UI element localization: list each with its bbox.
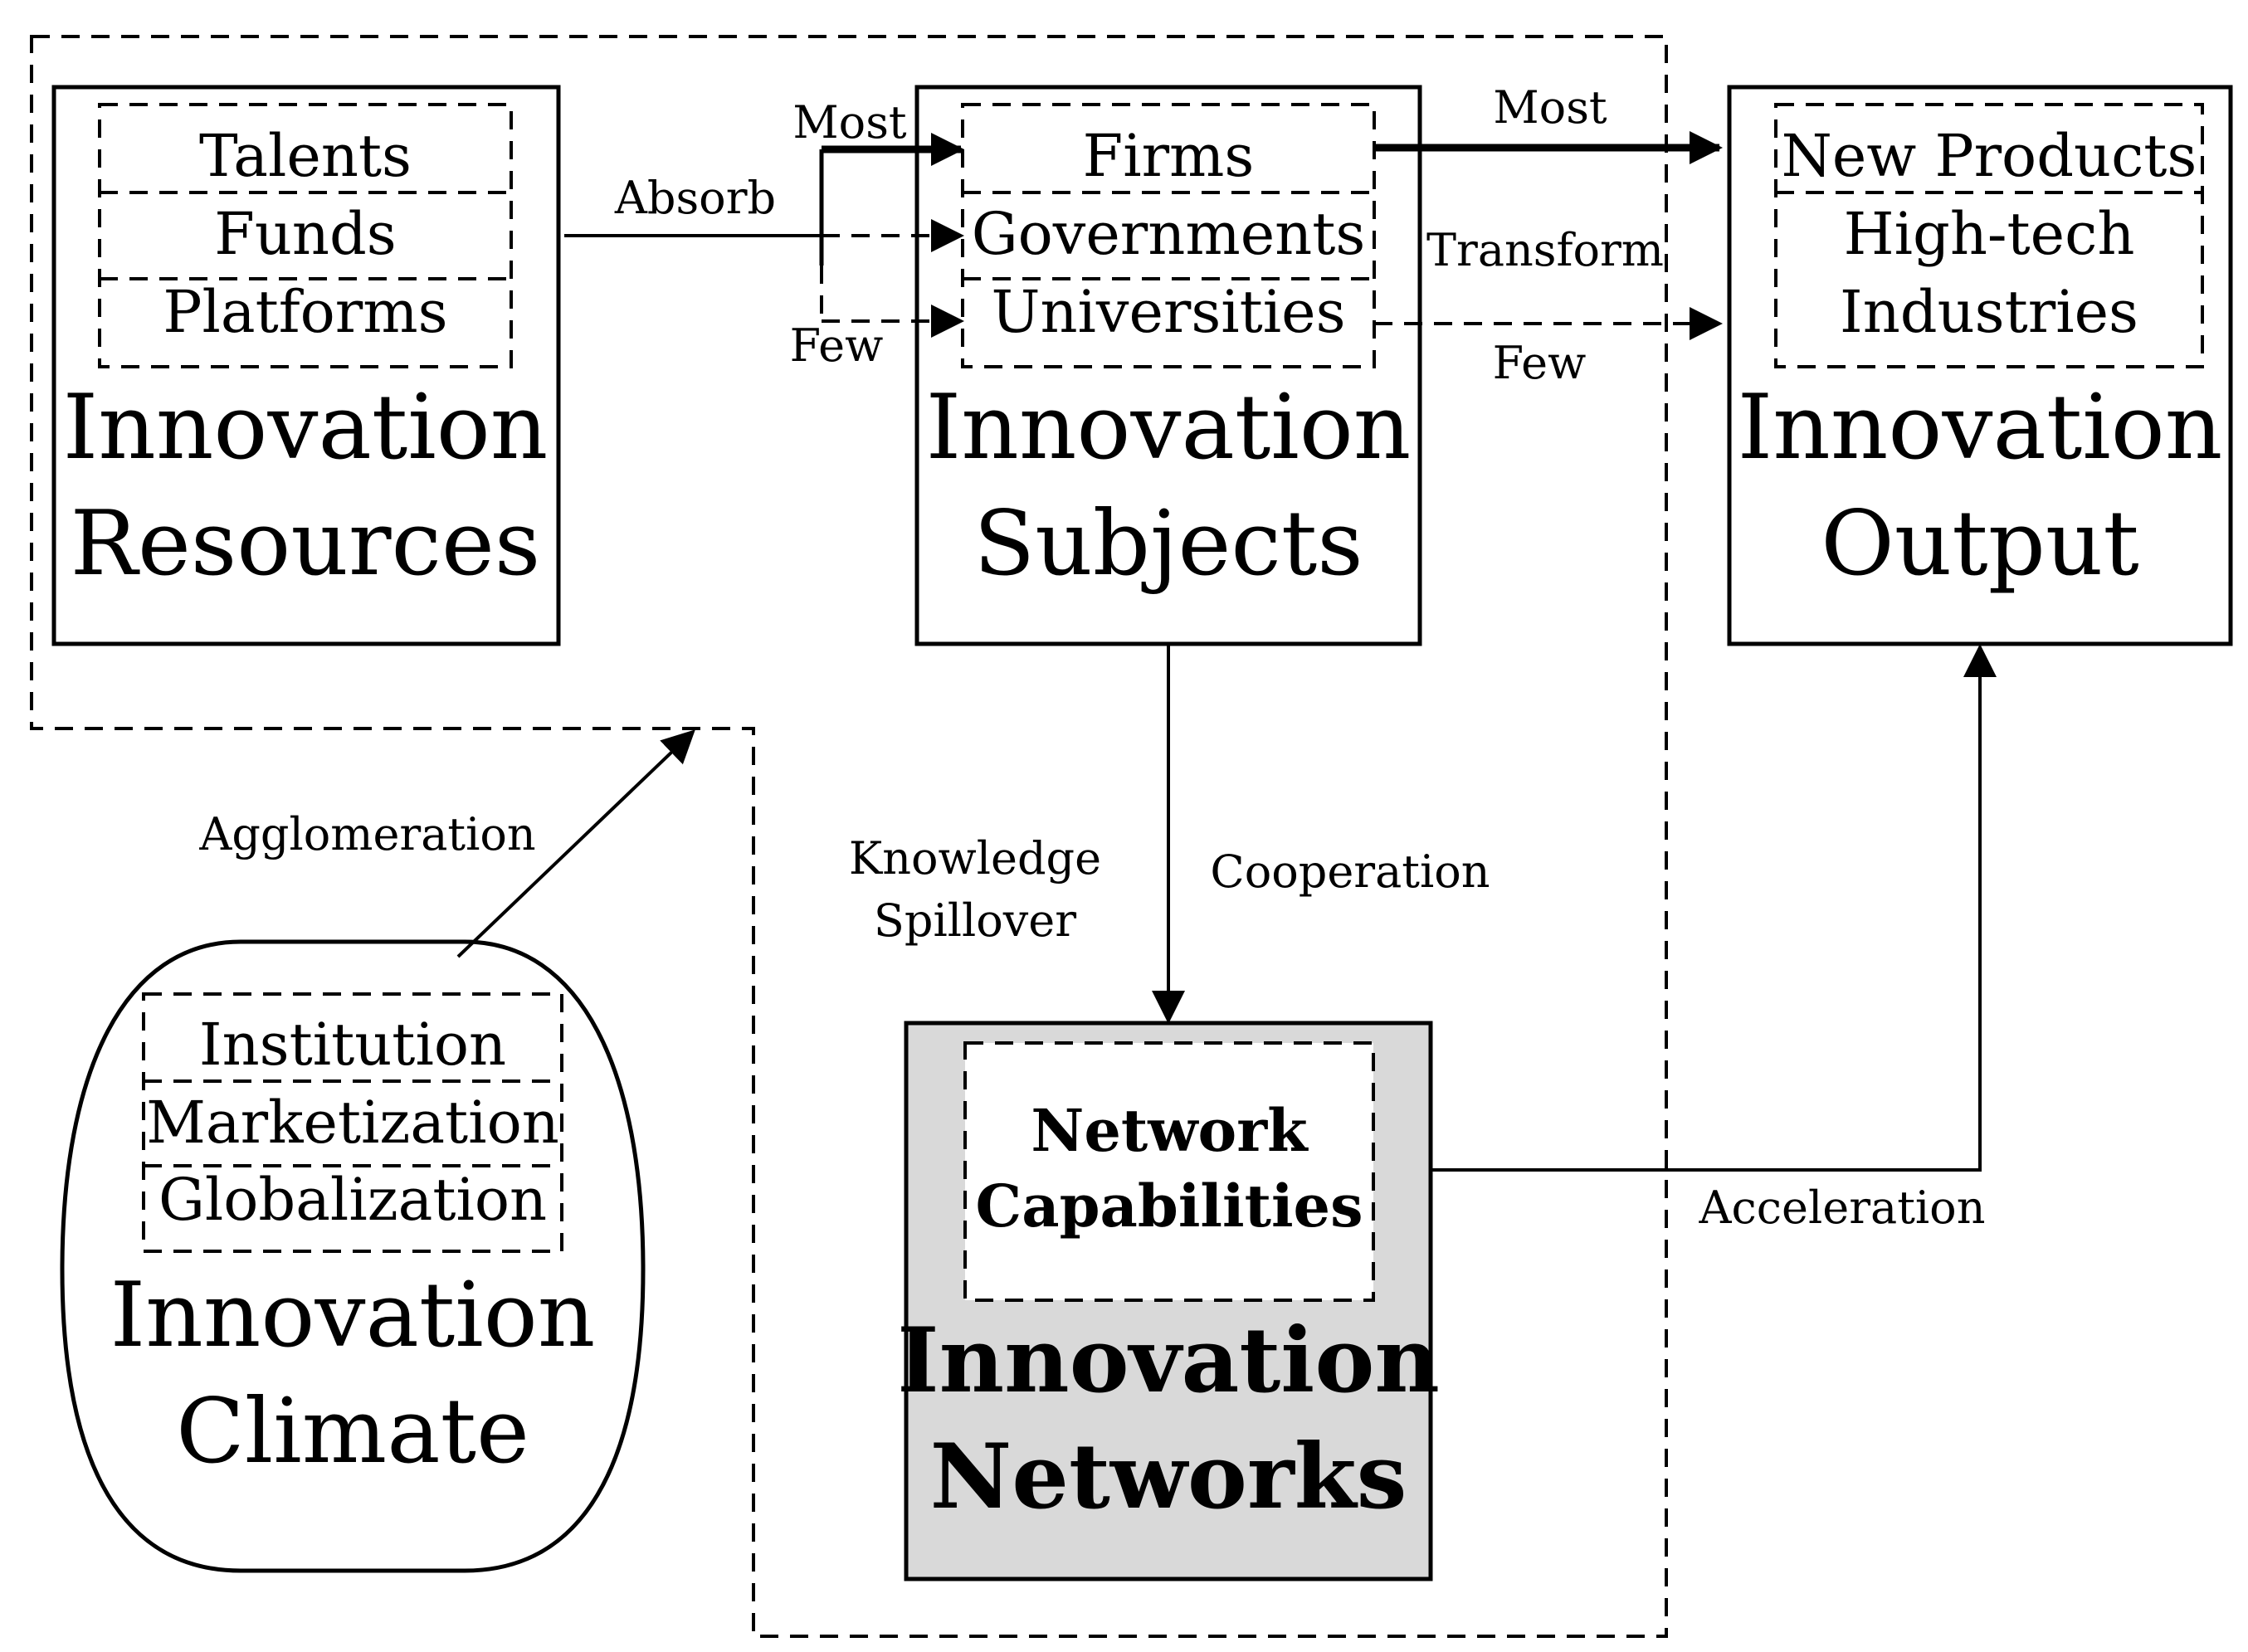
networks-title-line2: Networks <box>930 1425 1407 1529</box>
universities-label: Universities <box>991 278 1345 346</box>
few-left-label: Few <box>790 319 884 372</box>
firms-label: Firms <box>1083 122 1255 190</box>
most-left-label: Most <box>792 96 907 149</box>
output-title-line2: Output <box>1821 492 2139 596</box>
agglomeration-arrow <box>456 729 695 958</box>
dashed-enclosure <box>30 35 1668 1638</box>
resources-title-line1: Innovation <box>63 376 549 480</box>
cooperation-label: Cooperation <box>1210 845 1490 898</box>
networks-title-line1: Innovation <box>897 1308 1440 1413</box>
network-capabilities-line2: Capabilities <box>976 1172 1363 1240</box>
innovation-subjects-box: Firms Governments Universities Innovatio… <box>914 85 1422 646</box>
platforms-label: Platforms <box>163 278 447 346</box>
resources-title-line2: Resources <box>71 492 541 596</box>
high-tech-label: High-tech <box>1844 200 2135 268</box>
innovation-networks-box: Network Capabilities Innovation Networks <box>897 1021 1440 1581</box>
industries-label: Industries <box>1840 278 2138 346</box>
subjects-title-line2: Subjects <box>973 492 1363 596</box>
acceleration-arrow <box>1432 644 1997 1172</box>
globalization-label: Globalization <box>158 1166 547 1234</box>
new-products-label: New Products <box>1782 122 2197 190</box>
most-right-label: Most <box>1493 81 1607 134</box>
spillover-label: Spillover <box>874 894 1076 947</box>
talents-label: Talents <box>199 122 412 190</box>
knowledge-label: Knowledge <box>849 832 1101 884</box>
climate-title-line1: Innovation <box>110 1264 596 1367</box>
innovation-resources-box: Talents Funds Platforms Innovation Resou… <box>51 85 561 646</box>
innovation-output-box: New Products High-tech Industries Innova… <box>1727 85 2233 646</box>
climate-title-line2: Climate <box>176 1380 529 1484</box>
transform-label: Transform <box>1426 224 1664 276</box>
subjects-title-line1: Innovation <box>926 376 1412 480</box>
funds-label: Funds <box>214 200 396 268</box>
few-right-label: Few <box>1493 337 1587 389</box>
network-capabilities-line1: Network <box>1031 1096 1309 1165</box>
institution-label: Institution <box>199 1011 506 1079</box>
marketization-label: Marketization <box>146 1089 559 1157</box>
output-title-line1: Innovation <box>1738 376 2223 480</box>
absorb-connector <box>564 133 964 338</box>
agglomeration-label: Agglomeration <box>198 808 535 860</box>
innovation-climate-shape: Institution Marketization Globalization … <box>60 939 646 1573</box>
absorb-label: Absorb <box>614 172 776 224</box>
governments-label: Governments <box>972 200 1366 268</box>
acceleration-label: Acceleration <box>1699 1182 1986 1234</box>
